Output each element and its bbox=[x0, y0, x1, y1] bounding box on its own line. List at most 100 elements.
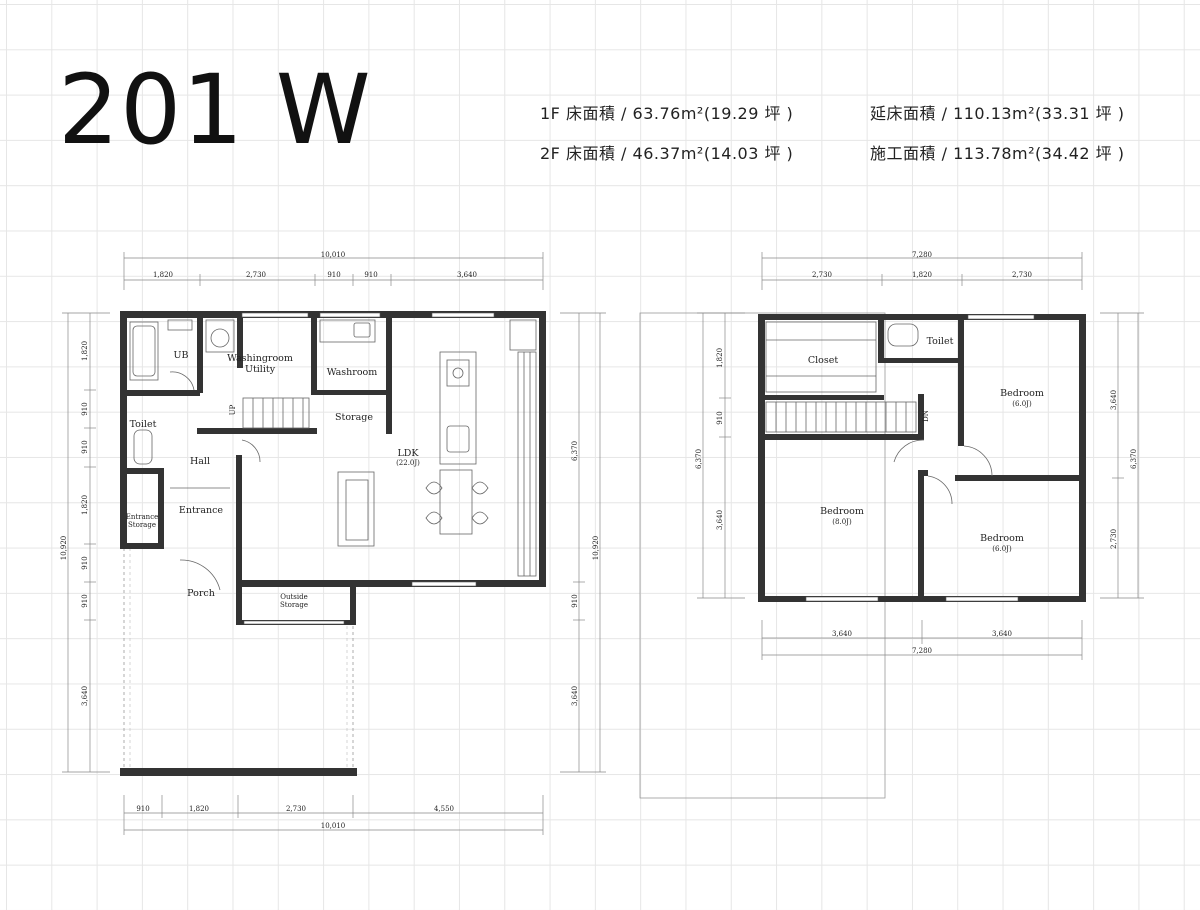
chair-icon bbox=[471, 511, 489, 525]
room-label-toilet: Toilet bbox=[927, 336, 954, 347]
f2-left-total: 6,370 bbox=[695, 449, 703, 469]
room-label-utility: Utility bbox=[245, 364, 276, 375]
room-label-entrance-storage: Entrance bbox=[126, 513, 159, 521]
room-size-ldk: (22.0J) bbox=[396, 459, 420, 467]
f2-right-total: 6,370 bbox=[1130, 449, 1138, 469]
floor2-dimensions-bottom: 3,640 3,640 7,280 bbox=[761, 620, 1083, 660]
room-label-outside-storage: Outside bbox=[280, 593, 308, 601]
floor2-fixtures bbox=[765, 321, 919, 433]
dining-table-icon bbox=[439, 469, 473, 535]
kitchen-sink-icon bbox=[446, 425, 470, 453]
f1-right-dim: 910 bbox=[571, 594, 579, 607]
f1-top-dim: 910 bbox=[364, 271, 377, 279]
bathtub-icon bbox=[129, 321, 159, 381]
room-label-ub: UB bbox=[174, 350, 189, 361]
chair-icon bbox=[425, 481, 443, 495]
floor1-windows bbox=[241, 312, 495, 625]
f2-left-dim: 1,820 bbox=[716, 348, 724, 368]
toilet-icon bbox=[887, 323, 919, 347]
counter-icon bbox=[517, 351, 537, 577]
f2-bottom-total: 7,280 bbox=[912, 647, 932, 655]
floor1-room-labels: UB Washingroom Utility Washroom Storage … bbox=[126, 350, 420, 609]
total-floor-area: 延床面積 / 110.13m²(33.31 坪 ) bbox=[870, 104, 1125, 123]
f1-bottom-dim: 4,550 bbox=[434, 805, 454, 813]
f1-top-dim: 2,730 bbox=[246, 271, 266, 279]
floor1-plan: 10,010 1,820 2,730 910 910 3,640 910 1,8… bbox=[60, 251, 606, 835]
room-size-bedroom-sw: (8.0J) bbox=[832, 518, 852, 526]
f1-left-dim: 910 bbox=[81, 440, 89, 453]
room-label-entrance: Entrance bbox=[179, 505, 224, 516]
f2-bottom-dim: 3,640 bbox=[832, 630, 852, 638]
kitchen-island-icon bbox=[439, 351, 477, 465]
floor2-doors bbox=[893, 439, 993, 505]
floor1-dimensions-bottom: 910 1,820 2,730 4,550 10,010 bbox=[123, 795, 544, 835]
room-label-washingroom: Washingroom bbox=[227, 353, 293, 364]
closet-icon bbox=[765, 321, 877, 393]
f1-bottom-dim: 1,820 bbox=[189, 805, 209, 813]
door-swing bbox=[241, 439, 261, 463]
f1-top-dim: 3,640 bbox=[457, 271, 477, 279]
roof-outline bbox=[639, 312, 886, 799]
f1-right-dim: 6,370 bbox=[571, 441, 579, 461]
floor1-dimensions-top: 10,010 1,820 2,730 910 910 3,640 bbox=[123, 251, 544, 290]
floor1-doors bbox=[169, 371, 261, 591]
room-label-bedroom-ne: Bedroom bbox=[1000, 388, 1044, 399]
f1-right-dim: 3,640 bbox=[571, 686, 579, 706]
f2-bottom-dim: 3,640 bbox=[992, 630, 1012, 638]
construction-area: 施工面積 / 113.78m²(34.42 坪 ) bbox=[870, 144, 1125, 163]
floor2-plan: 7,280 2,730 1,820 2,730 3,640 3,640 7,28… bbox=[639, 251, 1144, 799]
f1-left-dim: 910 bbox=[81, 402, 89, 415]
f1-bottom-dim: 910 bbox=[136, 805, 149, 813]
floor2-dimensions-top: 7,280 2,730 1,820 2,730 bbox=[761, 251, 1083, 290]
f2-left-dim: 3,640 bbox=[716, 510, 724, 530]
floor1-dimensions-left: 10,920 1,820 910 910 1,820 910 910 3,640 bbox=[60, 312, 110, 773]
f1-left-dim: 1,820 bbox=[81, 495, 89, 515]
f1-bottom-dim: 2,730 bbox=[286, 805, 306, 813]
f1-top-dim: 910 bbox=[327, 271, 340, 279]
plan-title: 201 W bbox=[58, 54, 372, 166]
room-label-ldk: LDK bbox=[397, 448, 419, 459]
stairs-up-label: UP bbox=[229, 404, 237, 415]
f1-bottom-total: 10,010 bbox=[321, 822, 346, 830]
shower-icon bbox=[167, 319, 193, 331]
floor1-lot-outline bbox=[120, 548, 357, 776]
toilet-icon bbox=[133, 429, 153, 465]
f1-right-total: 10,920 bbox=[592, 536, 600, 561]
room-label-bedroom-sw: Bedroom bbox=[820, 506, 864, 517]
f2-top-dim: 2,730 bbox=[1012, 271, 1032, 279]
f1-left-dim: 3,640 bbox=[81, 686, 89, 706]
room-label-washroom: Washroom bbox=[327, 367, 378, 378]
floor2-walls bbox=[758, 314, 1086, 602]
room-label-toilet: Toilet bbox=[130, 419, 157, 430]
f2-top-total: 7,280 bbox=[912, 251, 932, 259]
room-size-bedroom-ne: (6.0J) bbox=[1012, 400, 1032, 408]
floor2-area: 2F 床面積 / 46.37m²(14.03 坪 ) bbox=[540, 144, 794, 163]
stairs-icon bbox=[765, 401, 917, 433]
chair-icon bbox=[471, 481, 489, 495]
room-size-bedroom-se: (6.0J) bbox=[992, 545, 1012, 553]
f1-left-dim: 910 bbox=[81, 556, 89, 569]
floor1-fixtures bbox=[129, 319, 537, 577]
room-label-entrance-storage: Storage bbox=[128, 521, 156, 529]
floor1-area: 1F 床面積 / 63.76m²(19.29 坪 ) bbox=[540, 104, 794, 123]
f2-right-dim: 2,730 bbox=[1110, 529, 1118, 549]
sink-icon bbox=[319, 319, 376, 343]
f2-top-dim: 2,730 bbox=[812, 271, 832, 279]
floor2-dimensions-left: 6,370 1,820 910 3,640 bbox=[695, 312, 745, 599]
f1-top-total: 10,010 bbox=[321, 251, 346, 259]
f1-top-dim: 1,820 bbox=[153, 271, 173, 279]
room-label-closet: Closet bbox=[808, 355, 839, 366]
door-swing bbox=[169, 371, 195, 391]
floor2-dimensions-right: 3,640 2,730 6,370 bbox=[1100, 312, 1144, 599]
washing-machine-icon bbox=[205, 319, 235, 353]
room-label-hall: Hall bbox=[190, 456, 210, 467]
stairs-icon bbox=[242, 397, 310, 429]
door-swing bbox=[179, 559, 221, 591]
f1-left-total: 10,920 bbox=[60, 536, 68, 561]
f2-right-dim: 3,640 bbox=[1110, 390, 1118, 410]
room-label-porch: Porch bbox=[187, 588, 215, 599]
room-label-outside-storage: Storage bbox=[280, 601, 308, 609]
room-label-storage: Storage bbox=[335, 412, 373, 423]
floor2-room-labels: Closet Toilet Bedroom (6.0J) Bedroom (8.… bbox=[808, 336, 1044, 553]
